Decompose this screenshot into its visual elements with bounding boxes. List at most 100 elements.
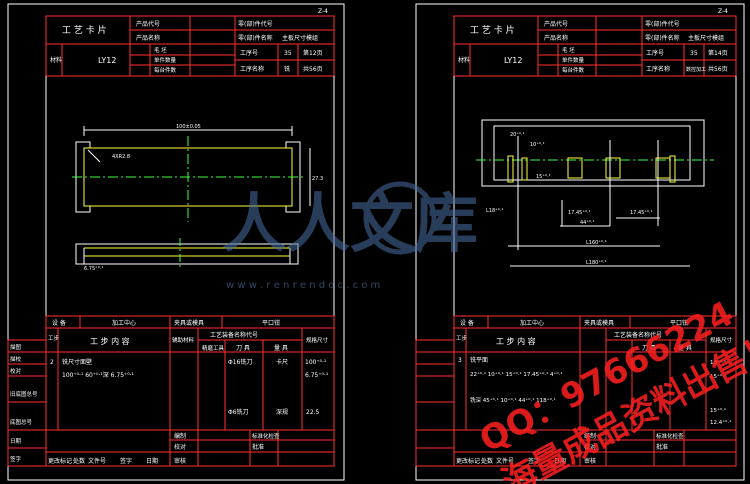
- cutter-header: 刀 具: [642, 345, 656, 352]
- dim-d7: L180⁺⁰·¹: [586, 260, 607, 266]
- step-header: 工步: [456, 335, 468, 342]
- footer-check: 校对: [174, 443, 186, 451]
- op-name-value: 铣: [284, 65, 290, 73]
- footer-review: 审核: [174, 457, 186, 465]
- footer-change-mark: 更改标记: [456, 457, 480, 465]
- footer-doc: 文件号: [496, 457, 514, 465]
- footer-date: 日期: [146, 457, 158, 465]
- footer-approve: 批准: [656, 443, 668, 451]
- material-label: 材料: [458, 56, 470, 64]
- size-4: 12.4⁺⁰·¹: [710, 419, 731, 426]
- material-value: LY12: [504, 56, 522, 65]
- footer-review: 审核: [584, 457, 596, 465]
- part-name-value: 主板尺寸模组: [688, 34, 724, 42]
- part-top-view: 100±0.05 4XR2.8 27.3: [72, 124, 323, 222]
- total-pages: 共56页: [303, 65, 323, 73]
- dim-d9: 15⁺⁰·¹: [536, 174, 551, 180]
- fixture-label: 夹具或模具: [174, 319, 204, 327]
- part-code-label: 零(部)件代号: [238, 20, 273, 28]
- size-3: 15⁺⁰·¹: [710, 407, 726, 414]
- device-label: 设 备: [52, 319, 66, 327]
- page-number: 第12页: [303, 49, 323, 57]
- product-name-label: 产品名称: [136, 34, 160, 42]
- step-1-text: 铣尺寸面壁: [62, 358, 92, 366]
- part-detail-view: 20⁺⁰·¹ 10⁺⁰·¹ 17.45⁺⁰·¹ 17.45⁺⁰·¹ 44⁺⁰·¹…: [476, 119, 714, 267]
- part-name-label: 零(部)件名称: [645, 34, 680, 42]
- left-label-base: 底图总号: [10, 418, 33, 426]
- tool-name-header: 工艺装备名称代号: [614, 331, 662, 339]
- page-number: 第14页: [708, 49, 728, 57]
- gauge-header: 量 具: [274, 345, 288, 352]
- content-header: 工 步 内 容: [90, 336, 130, 346]
- aux-header: 辅助材料: [172, 336, 195, 344]
- size-2: 15⁺⁰·¹: [710, 373, 726, 380]
- product-name-label: 产品名称: [544, 34, 568, 42]
- part-side-view: 6.75⁺⁰·¹: [75, 238, 299, 272]
- footer-change-mark: 更改标记: [48, 457, 72, 465]
- device-label: 设 备: [460, 319, 474, 327]
- step-1-gauge: 卡尺: [276, 358, 288, 366]
- step-3-cutter: Φ6铣刀: [228, 408, 249, 416]
- gauge-header: 量 具: [678, 345, 692, 352]
- left-label-draw: 描图: [10, 343, 22, 351]
- op-name-label: 工序名称: [646, 65, 670, 73]
- total-pages: 共56页: [708, 65, 728, 73]
- fixture-value: 平口钳: [670, 319, 688, 327]
- dim-side: 27.3: [312, 176, 323, 182]
- per-unit-label: 每台件数: [562, 66, 585, 74]
- dim-d6: L160⁺⁰·¹: [586, 240, 607, 246]
- blank-label: 毛 坯: [562, 46, 575, 54]
- footer-std: 标准化检查: [656, 432, 684, 440]
- footer-count: 处数: [481, 457, 493, 465]
- op-number-label: 工序号: [240, 49, 258, 57]
- step-1-number: 3: [458, 357, 462, 364]
- step-1-cutter: Φ16铣刀: [228, 358, 252, 366]
- footer-std: 标准化检查: [252, 432, 280, 440]
- step-1-number: 2: [50, 359, 54, 366]
- step-2-text: 22⁺⁰·¹ 10⁺⁰·¹ 15⁺⁰·¹ 17.45⁺⁰·¹ 4⁺⁰·¹: [470, 371, 563, 378]
- product-code-label: 产品代号: [544, 20, 568, 28]
- product-code-label: 产品代号: [136, 20, 160, 28]
- op-name-label: 工序名称: [240, 65, 264, 73]
- left-label-sign: 签字: [10, 455, 22, 463]
- footer-sign: 签字: [120, 457, 132, 465]
- unit-count-label: 单件数量: [562, 56, 585, 64]
- step-1-size: 100⁺⁰·¹: [305, 359, 327, 366]
- part-name-label: 零(部)件名称: [238, 34, 273, 42]
- right-process-card: Z-4 工 艺 卡 片 产品代号 产品名称 零(部)件代号 零(部)件名称 主板…: [415, 3, 745, 481]
- footer-approve: 批准: [252, 443, 264, 451]
- step-3-text: 铣深 45⁺⁰·¹ 10⁺⁰·¹ 44⁺⁰·¹ 118⁺⁰·¹: [470, 396, 556, 404]
- op-name-value: 数控加工: [686, 66, 706, 73]
- spec-header: 规格尺寸: [710, 336, 733, 344]
- dim-d1: 20⁺⁰·¹: [510, 132, 525, 138]
- part-name-value: 主板尺寸模组: [282, 34, 318, 42]
- dim-bottom: 6.75⁺⁰·¹: [84, 266, 103, 272]
- step-2-text: 100⁺⁰·¹ 60⁺⁰·¹深 6.75⁺⁰·¹: [62, 371, 135, 379]
- step-1-text: 铣平面: [470, 356, 488, 364]
- footer-draft: 编制: [174, 432, 186, 440]
- part-code-label: 零(部)件代号: [645, 20, 680, 28]
- unit-count-label: 单件数量: [154, 56, 177, 64]
- card-title: 工 艺 卡 片: [62, 24, 107, 36]
- footer-date: 日期: [554, 457, 566, 465]
- dim-d5: 44⁺⁰·¹: [580, 220, 595, 226]
- dim-inner-radius: 4XR2.8: [112, 154, 130, 160]
- op-number-value: 35: [690, 50, 698, 57]
- footer-doc: 文件号: [88, 457, 106, 465]
- per-unit-label: 每台件数: [154, 66, 177, 74]
- device-value: 加工中心: [112, 319, 136, 327]
- dim-top-width: 100±0.05: [176, 124, 201, 130]
- device-value: 加工中心: [520, 319, 544, 327]
- step-2-size: 6.75⁺⁰·¹: [305, 372, 329, 379]
- blank-label: 毛 坯: [154, 46, 167, 54]
- footer-sign: 签字: [528, 457, 540, 465]
- step-3-size: 22.5: [306, 409, 320, 416]
- card-title: 工 艺 卡 片: [470, 24, 515, 36]
- machine-tool-header: 精磨工具: [202, 344, 225, 352]
- corner-mark: Z-4: [318, 8, 328, 15]
- cutter-header: 刀 具: [236, 345, 250, 352]
- op-number-label: 工序号: [646, 49, 664, 57]
- footer-draft: 编制: [584, 432, 596, 440]
- corner-mark: Z-4: [718, 8, 728, 15]
